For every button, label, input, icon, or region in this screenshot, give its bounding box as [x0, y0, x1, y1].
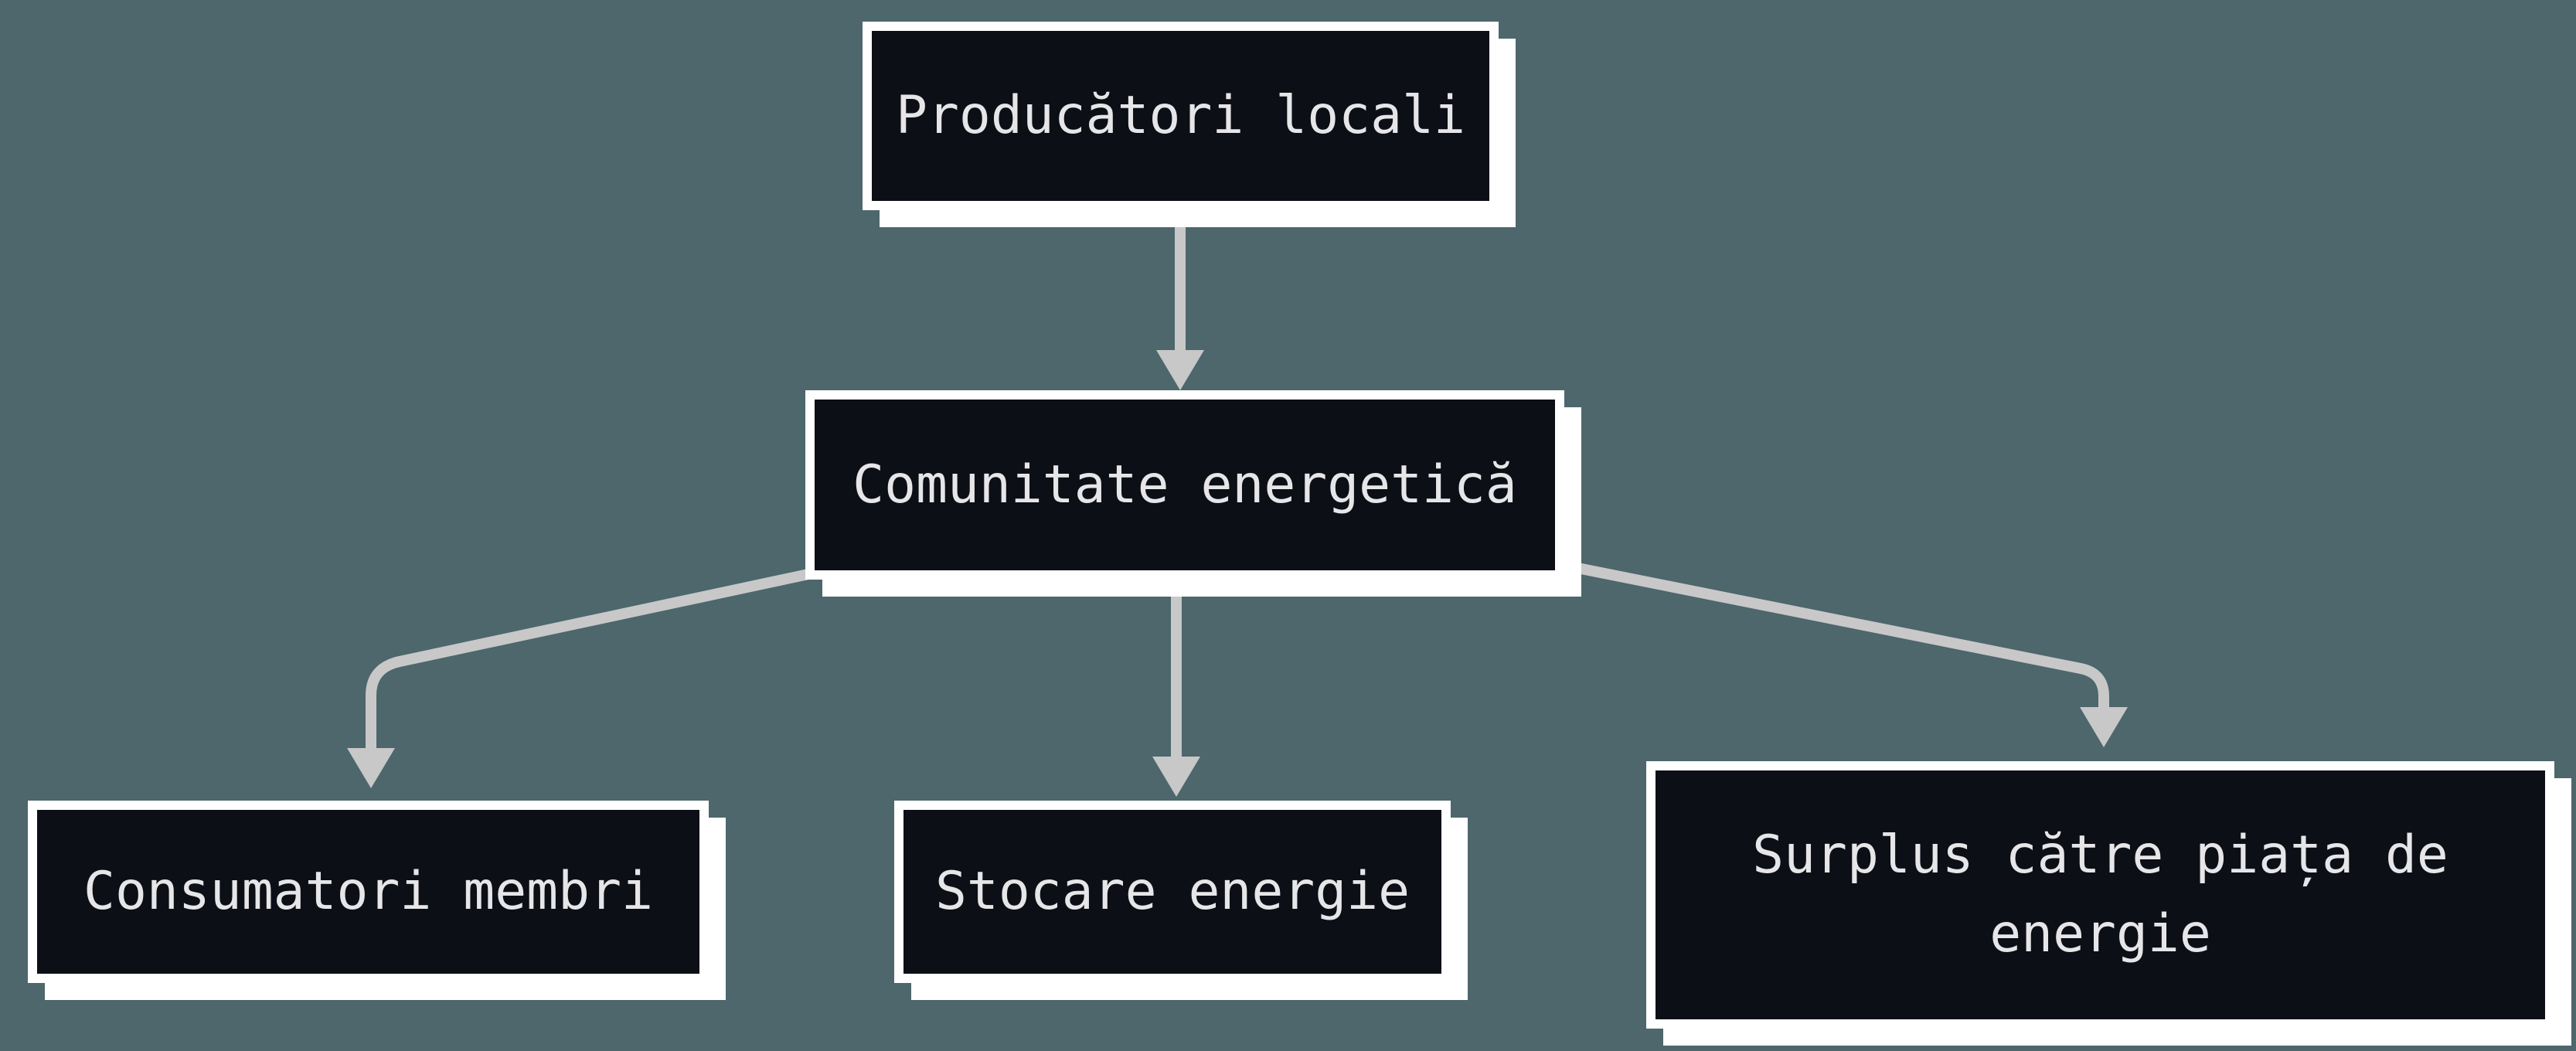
edge-comunitate-to-surplus-arrowhead-icon [2080, 707, 2128, 747]
node-producatori-locali-label: Producători locali [896, 85, 1465, 146]
node-consumatori-membri-body: Consumatori membri [37, 810, 699, 974]
edge-comunitate-to-consumatori-arrowhead-icon [347, 748, 395, 788]
edge-comunitate-to-stocare [1152, 578, 1200, 797]
edge-comunitate-to-consumatori [347, 566, 821, 788]
edge-comunitate-to-surplus [1549, 557, 2128, 747]
node-surplus-piata-energie-body: Surplus către piața de energie [1656, 770, 2545, 1019]
node-surplus-piata-energie-label: Surplus către piața de energie [1752, 825, 2448, 964]
edge-comunitate-to-surplus-line [1549, 557, 2109, 709]
node-surplus-piata-energie: Surplus către piața de energie [1646, 761, 2554, 1029]
node-stocare-energie: Stocare energie [894, 801, 1451, 983]
node-producatori-locali-body: Producători locali [872, 31, 1489, 201]
edge-producatori-to-comunitate-arrowhead-icon [1156, 350, 1204, 390]
node-consumatori-membri: Consumatori membri [28, 801, 709, 983]
node-stocare-energie-body: Stocare energie [903, 810, 1441, 974]
node-comunitate-energetica-body: Comunitate energetică [815, 400, 1555, 570]
node-comunitate-energetica: Comunitate energetică [805, 390, 1564, 580]
node-comunitate-energetica-label: Comunitate energetică [852, 454, 1517, 515]
node-producatori-locali: Producători locali [863, 22, 1499, 210]
node-stocare-energie-label: Stocare energie [934, 861, 1411, 922]
edge-producatori-to-comunitate [1156, 202, 1204, 390]
node-consumatori-membri-label: Consumatori membri [83, 861, 653, 922]
edge-comunitate-to-consumatori-line [366, 566, 821, 750]
edge-comunitate-to-stocare-arrowhead-icon [1152, 757, 1200, 797]
